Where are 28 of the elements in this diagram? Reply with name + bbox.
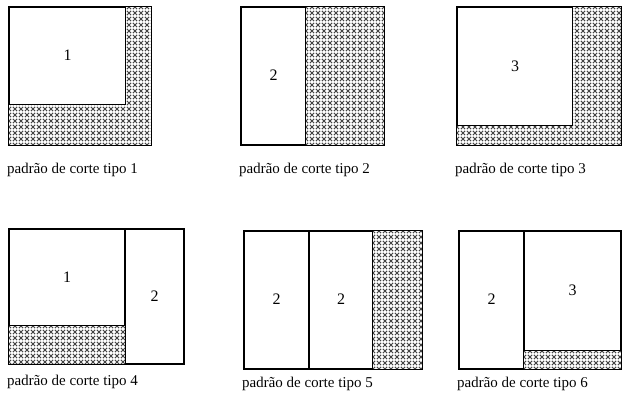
piece-number: 1 — [64, 47, 72, 65]
pattern-caption: padrão de corte tipo 1 — [7, 161, 138, 178]
piece-number: 3 — [511, 58, 519, 76]
piece-number: 2 — [272, 291, 280, 309]
waste-area — [373, 231, 422, 369]
pattern-caption: padrão de corte tipo 2 — [239, 161, 370, 178]
pattern-caption: padrão de corte tipo 6 — [457, 375, 588, 392]
pattern-caption: padrão de corte tipo 5 — [242, 375, 373, 392]
cut-piece — [241, 7, 306, 145]
waste-area — [9, 326, 125, 364]
cut-piece — [244, 231, 309, 369]
piece-number: 2 — [488, 291, 496, 309]
cut-piece — [9, 7, 126, 105]
waste-area — [306, 7, 384, 145]
cut-piece — [125, 229, 184, 364]
cut-piece — [524, 231, 621, 351]
piece-number: 2 — [337, 291, 345, 309]
cut-piece — [9, 229, 125, 326]
cut-piece — [459, 231, 524, 369]
piece-number: 2 — [270, 67, 278, 85]
piece-number: 1 — [63, 268, 71, 286]
cut-piece — [309, 231, 373, 369]
cut-piece — [457, 7, 573, 126]
pattern-caption: padrão de corte tipo 3 — [455, 161, 586, 178]
pattern-caption: padrão de corte tipo 4 — [7, 373, 138, 390]
piece-number: 2 — [150, 288, 158, 306]
waste-area — [524, 351, 621, 369]
piece-number: 3 — [568, 282, 576, 300]
